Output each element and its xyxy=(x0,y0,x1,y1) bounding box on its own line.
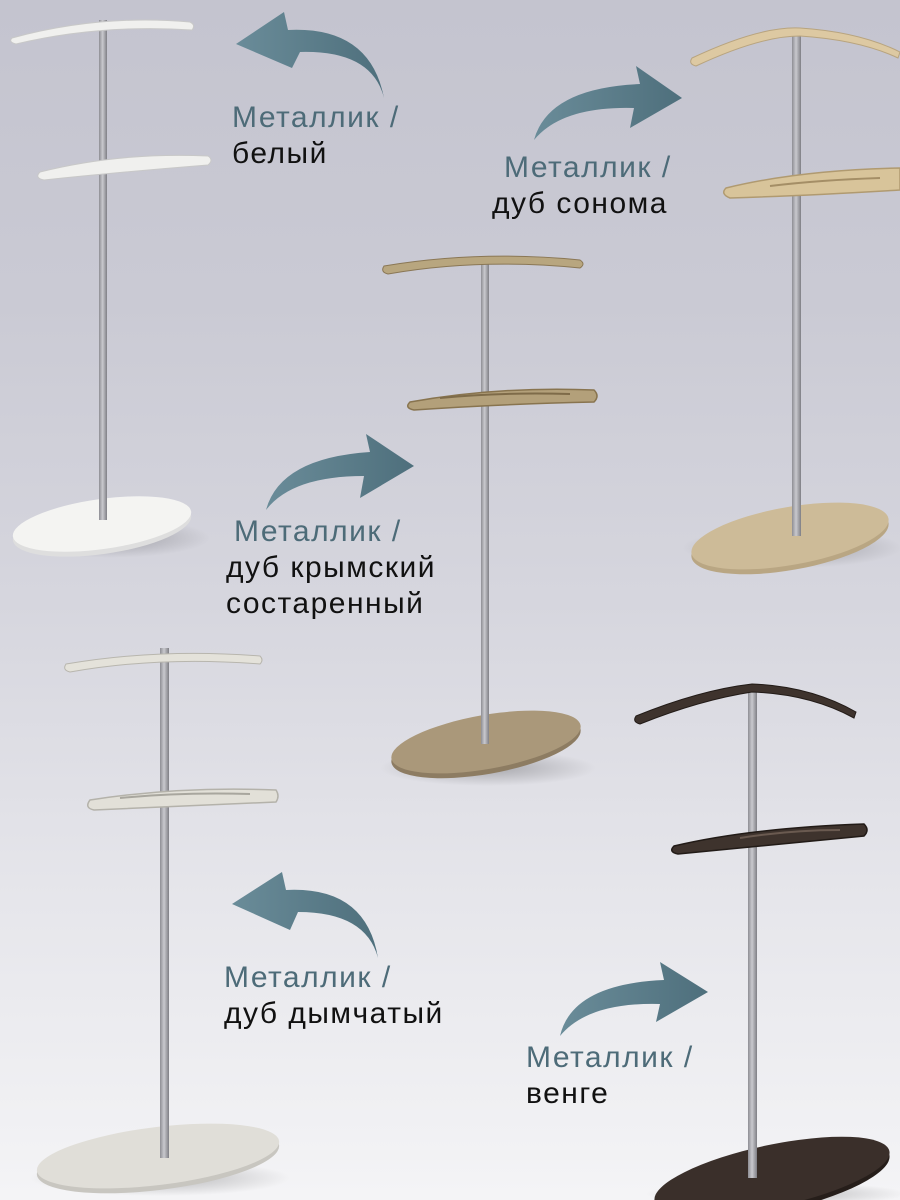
arrow-right-icon-wenge xyxy=(560,962,708,1036)
stand-wenge xyxy=(634,683,900,1200)
label-finish-continued: состаренный xyxy=(226,587,425,620)
arrow-left-icon-smoky xyxy=(232,872,378,958)
stand-smoky-oak xyxy=(30,648,290,1196)
stand-sonoma-oak xyxy=(682,27,900,575)
label-finish: дуб крымский xyxy=(226,551,436,584)
label-finish: дуб дымчатый xyxy=(224,997,444,1030)
label-material: Металлик / xyxy=(526,1041,694,1074)
label-material: Металлик / xyxy=(224,961,392,994)
stand-white xyxy=(10,19,212,558)
arrow-right-icon-sonoma xyxy=(534,66,682,140)
label-finish: дуб сонома xyxy=(492,187,668,220)
label-material: Металлик / xyxy=(504,151,672,184)
stand-crimean-oak-aged xyxy=(380,255,598,786)
arrow-left-icon-white xyxy=(236,12,384,98)
variant-label-crimean-oak-aged: Металлик / дуб крымский состаренный xyxy=(226,514,436,622)
label-material: Металлик / xyxy=(234,515,402,548)
variant-label-wenge: Металлик / венге xyxy=(526,1040,694,1112)
variant-label-smoky-oak: Металлик / дуб дымчатый xyxy=(224,960,444,1032)
variant-label-sonoma-oak: Металлик / дуб сонома xyxy=(492,150,672,222)
label-material: Металлик / xyxy=(232,101,400,134)
variant-label-white: Металлик / белый xyxy=(232,100,400,172)
label-finish: венге xyxy=(526,1077,610,1110)
label-finish: белый xyxy=(232,137,328,170)
arrow-right-icon-crimean xyxy=(266,434,414,510)
